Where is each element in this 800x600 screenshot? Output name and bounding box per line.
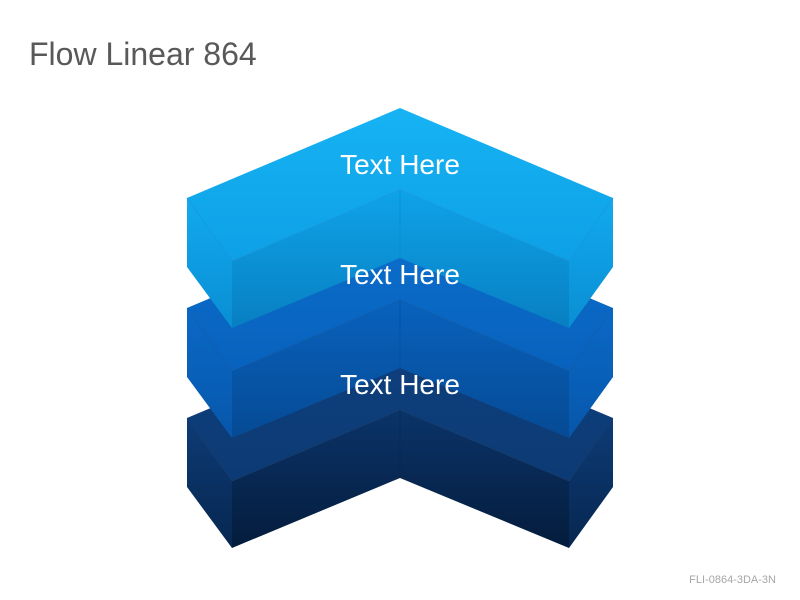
chevron-2 [186,218,614,438]
slide-code: FLI-0864-3DA-3N [689,574,776,586]
chevron-1-label: Text Here [340,149,460,180]
chevron-3 [186,328,614,548]
chevron-1 [186,108,614,328]
chevron-2-label: Text Here [340,259,460,290]
slide-title: Flow Linear 864 [29,36,257,72]
chevron-3-label: Text Here [340,369,460,400]
